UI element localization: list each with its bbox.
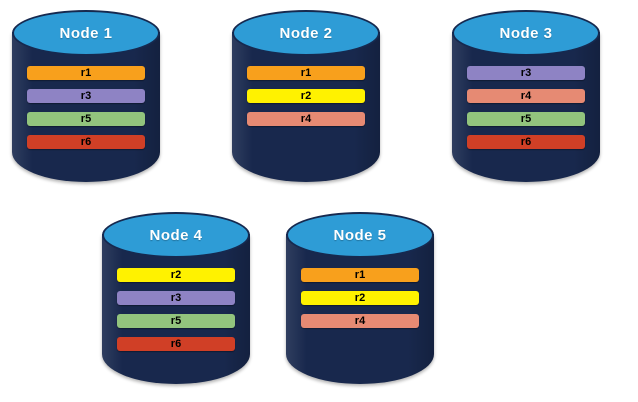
shard-label: r3 xyxy=(170,291,182,304)
node-label: Node 3 xyxy=(499,24,553,42)
cylinder-body xyxy=(12,32,160,182)
shard-bar[interactable]: r6 xyxy=(117,337,235,351)
shard-label: r6 xyxy=(520,135,532,148)
shard-bar[interactable]: r1 xyxy=(27,66,145,80)
shard-bar[interactable]: r5 xyxy=(27,112,145,126)
shard-label: r2 xyxy=(354,291,366,304)
shard-bar[interactable]: r3 xyxy=(467,66,585,80)
shard-label: r6 xyxy=(170,337,182,350)
shard-bar[interactable]: r6 xyxy=(467,135,585,149)
shard-bar[interactable]: r6 xyxy=(27,135,145,149)
cylinder-top-ellipse: Node 1 xyxy=(12,10,160,56)
cylinder-top-ellipse: Node 3 xyxy=(452,10,600,56)
cylinder-body xyxy=(232,32,380,182)
shard-bar[interactable]: r1 xyxy=(247,66,365,80)
node-label: Node 4 xyxy=(149,226,203,244)
shard-label: r3 xyxy=(520,66,532,79)
node-label: Node 1 xyxy=(59,24,113,42)
shard-list: r1 r2 r4 xyxy=(232,66,380,126)
shard-label: r1 xyxy=(80,66,92,79)
shard-label: r6 xyxy=(80,135,92,148)
shard-bar[interactable]: r4 xyxy=(301,314,419,328)
database-node-2[interactable]: Node 2 r1 r2 r4 xyxy=(232,10,380,188)
shard-label: r2 xyxy=(300,89,312,102)
shard-label: r4 xyxy=(300,112,312,125)
node-label: Node 5 xyxy=(333,226,387,244)
database-node-3[interactable]: Node 3 r3 r4 r5 r6 xyxy=(452,10,600,188)
shard-bar[interactable]: r5 xyxy=(467,112,585,126)
shard-label: r4 xyxy=(520,89,532,102)
cylinder-top-ellipse: Node 4 xyxy=(102,212,250,258)
shard-list: r2 r3 r5 r6 xyxy=(102,268,250,351)
shard-label: r5 xyxy=(520,112,532,125)
shard-label: r5 xyxy=(170,314,182,327)
cylinder-top-ellipse: Node 5 xyxy=(286,212,434,258)
shard-bar[interactable]: r2 xyxy=(301,291,419,305)
shard-bar[interactable]: r3 xyxy=(27,89,145,103)
cylinder-body xyxy=(102,234,250,384)
shard-label: r5 xyxy=(80,112,92,125)
shard-bar[interactable]: r4 xyxy=(247,112,365,126)
database-node-5[interactable]: Node 5 r1 r2 r4 xyxy=(286,212,434,390)
shard-bar[interactable]: r1 xyxy=(301,268,419,282)
cylinder-body xyxy=(452,32,600,182)
shard-label: r3 xyxy=(80,89,92,102)
shard-bar[interactable]: r2 xyxy=(247,89,365,103)
database-node-4[interactable]: Node 4 r2 r3 r5 r6 xyxy=(102,212,250,390)
shard-list: r1 r2 r4 xyxy=(286,268,434,328)
shard-label: r1 xyxy=(300,66,312,79)
shard-list: r3 r4 r5 r6 xyxy=(452,66,600,149)
shard-bar[interactable]: r5 xyxy=(117,314,235,328)
shard-label: r4 xyxy=(354,314,366,327)
shard-label: r1 xyxy=(354,268,366,281)
shard-label: r2 xyxy=(170,268,182,281)
cylinder-body xyxy=(286,234,434,384)
shard-bar[interactable]: r4 xyxy=(467,89,585,103)
shard-bar[interactable]: r3 xyxy=(117,291,235,305)
shard-list: r1 r3 r5 r6 xyxy=(12,66,160,149)
node-label: Node 2 xyxy=(279,24,333,42)
shard-bar[interactable]: r2 xyxy=(117,268,235,282)
database-node-1[interactable]: Node 1 r1 r3 r5 r6 xyxy=(12,10,160,188)
cylinder-top-ellipse: Node 2 xyxy=(232,10,380,56)
